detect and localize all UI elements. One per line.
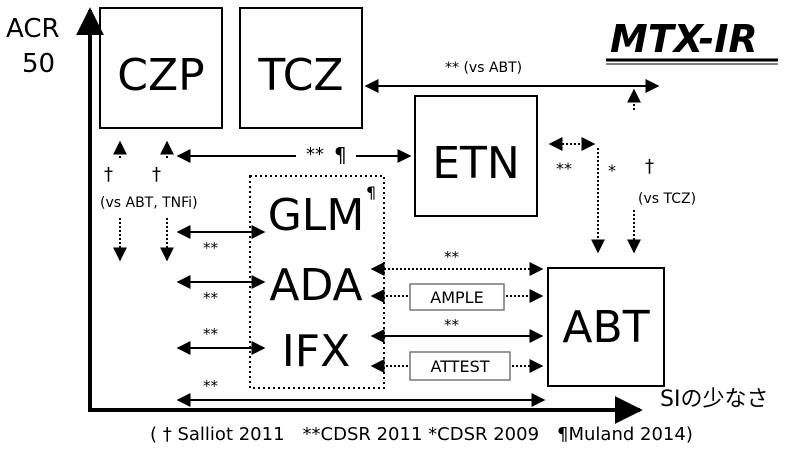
para-czp-etn: ¶ [334,143,347,167]
attest-box [409,351,511,381]
dagger-vs-tcz: † [645,156,654,177]
stars-czp-etn: ** [306,144,324,165]
abt-box [547,267,665,387]
label-vs-tcz: (vs TCZ) [638,191,696,207]
czp-box [99,7,223,129]
tcz-label: TCZ [257,50,343,101]
etn-label: ETN [432,138,520,189]
ada-label: ADA [269,260,362,311]
ample-label: AMPLE [430,288,483,307]
title: MTX-IR [610,17,758,61]
abt-label: ABT [562,302,649,353]
dagger-right: † [152,164,161,185]
ample-box [409,283,505,311]
stars-ada-abt: ** [444,248,460,266]
label-vs-abt-tnfi: (vs ABT, TNFi) [100,195,198,211]
glm-label: GLM [268,190,365,241]
tcz-box [239,7,363,129]
stars-glm: ** [203,239,219,257]
ifx-label: IFX [282,326,350,377]
x-axis-label: SIの少なさ [660,387,768,412]
single-star: * [608,161,616,180]
stars-etn-abt: ** [556,159,572,178]
footnote: ( † Salliot 2011 **CDSR 2011 *CDSR 2009 … [150,424,693,445]
stars-ifx-abt: ** [444,316,460,334]
attest-label: ATTEST [430,357,489,376]
dagger-left: † [104,164,113,185]
czp-label: CZP [117,50,204,101]
y-axis-label-line1: ACR [6,14,60,44]
label-tcz-abt: ** (vs ABT) [445,60,522,76]
etn-box [414,95,538,217]
glm-para: ¶ [366,183,376,202]
stars-ifx: ** [203,325,219,343]
stars-ada: ** [203,289,219,307]
y-axis-label-line2: 50 [22,49,55,79]
stars-bottom: ** [203,377,219,395]
